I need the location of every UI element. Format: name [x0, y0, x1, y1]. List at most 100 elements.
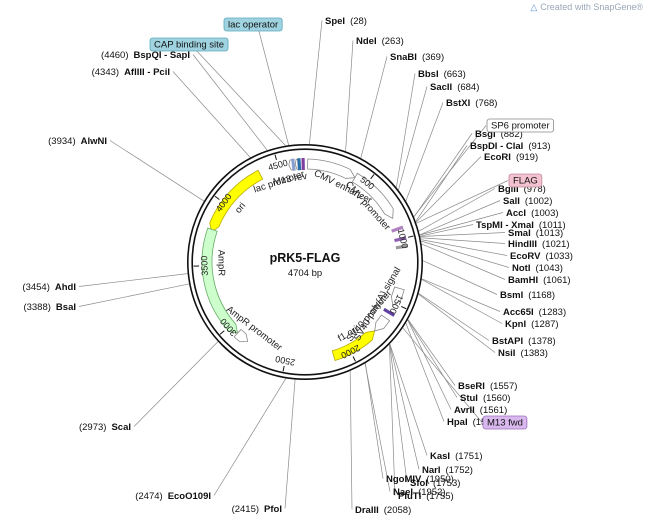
site-pos-bamhi: (1061) — [543, 275, 570, 286]
site-name-snabi: SnaBI — [390, 52, 417, 63]
leader-line-pfoi — [285, 380, 295, 509]
tick-label-4500: 4500 — [267, 158, 289, 173]
site-bstxi: BstXI(768) — [446, 98, 497, 109]
tick-mark-4000 — [215, 196, 219, 199]
site-name-nsii: NsiI — [498, 348, 515, 359]
tick-mark-2000 — [353, 356, 355, 361]
site-pos-draiii: (2058) — [384, 505, 411, 516]
site-name-ecorv: EcoRV — [510, 251, 541, 262]
snapgene-logo-icon: △ — [530, 2, 537, 12]
leader-line-bspqi-sapi — [193, 55, 267, 151]
site-acci: AccI (1003) — [506, 208, 559, 219]
site-stui: StuI (1560) — [460, 393, 510, 404]
site-draiii: DraIII (2058) — [355, 505, 411, 516]
site-naei: NaeI(1952) — [393, 487, 446, 498]
plasmid-name: pRK5-FLAG — [270, 251, 341, 265]
site-name-hpai: HpaI — [447, 417, 468, 428]
site-name-smai: SmaI — [508, 228, 531, 239]
site-name-naei: NaeI — [393, 487, 413, 498]
site-pos-stui: (1560) — [483, 393, 510, 404]
boxed-label-flag: FLAG — [509, 174, 542, 187]
tick-mark-2500 — [283, 366, 284, 371]
site-name-ahdi: AhdI — [55, 282, 76, 293]
site-pos-acci: (1003) — [531, 208, 558, 219]
site-name-ecoo109i: EcoO109I — [168, 491, 211, 502]
site-name-kpni: KpnI — [505, 319, 526, 330]
feature-label-ori: ori — [233, 200, 248, 215]
plasmid-length: 4704 bp — [288, 268, 322, 279]
leader-line-ngomiv — [365, 363, 383, 478]
site-leader-lines — [79, 21, 509, 510]
site-pos-ngomiv: (1950) — [426, 474, 453, 485]
restriction-site-labels: SpeI(28)NdeI(263)SnaBI(369)BbsI(663)SacI… — [22, 16, 573, 516]
site-bspdi-clai: BspDI - ClaI(913) — [470, 141, 551, 152]
site-bseri: BseRI (1557) — [458, 381, 517, 392]
site-name-draiii: DraIII — [355, 505, 379, 516]
site-kpni: KpnI (1287) — [505, 319, 559, 330]
site-pos-kpni: (1287) — [531, 319, 558, 330]
site-pos-smai: (1013) — [536, 228, 563, 239]
boxed-label-text-flag: FLAG — [513, 176, 538, 187]
site-name-stui: StuI — [460, 393, 478, 404]
site-name-afliii-pcii: AflIII - PciI — [124, 67, 170, 78]
boxed-label-text-m13-fwd: M13 fwd — [487, 418, 523, 429]
leader-line-ahdi — [79, 274, 188, 287]
tick-mark-3000 — [220, 331, 224, 335]
boxed-label-text-sp6-promoter: SP6 promoter — [491, 121, 550, 132]
site-ecori: EcoRI (919) — [484, 152, 538, 163]
site-name-pfoi: PfoI — [264, 504, 282, 515]
leader-line-bbsi — [396, 74, 415, 188]
leader-line-scai — [134, 342, 218, 427]
site-name-bseri: BseRI — [458, 381, 485, 392]
site-pos-sali: (1002) — [525, 196, 552, 207]
tick-label-3500: 3500 — [199, 256, 210, 276]
leader-line-hindiii — [420, 238, 505, 244]
leader-line-bsgi — [414, 134, 472, 217]
site-pos-ndei: (263) — [382, 36, 404, 47]
site-pos-bsmi: (1168) — [528, 290, 555, 301]
site-name-sali: SalI — [503, 196, 520, 207]
leader-line-bstxi — [406, 103, 443, 201]
site-pos-spei: (28) — [350, 16, 367, 27]
leader-line-alwni — [110, 141, 204, 202]
site-pos-scai: (2973) — [79, 422, 106, 433]
site-pos-bspqi-sapi: (4460) — [101, 50, 128, 61]
site-snabi: SnaBI(369) — [390, 52, 444, 63]
site-name-bsai: BsaI — [56, 302, 76, 313]
tick-mark-1500 — [401, 306, 406, 308]
site-pos-alwni: (3934) — [48, 136, 75, 147]
site-name-ecori: EcoRI — [484, 152, 511, 163]
site-kasi: KasI(1751) — [430, 451, 483, 462]
leader-line-stui — [408, 320, 457, 398]
leader-line-acc65i — [422, 279, 500, 312]
site-pfoi: PfoI(2415) — [232, 504, 282, 515]
leader-line-nari — [390, 344, 419, 469]
site-pos-bsai: (3388) — [23, 302, 50, 313]
leader-line-spei — [309, 21, 322, 145]
leader-line-box-cap-binding-site — [197, 51, 286, 146]
leader-line-nsii — [419, 294, 495, 352]
leader-line-snabi — [361, 57, 387, 159]
leader-line-kasi — [390, 344, 427, 456]
site-pos-ecori: (919) — [516, 152, 538, 163]
site-alwni: AlwNI(3934) — [48, 136, 107, 147]
site-name-bstapi: BstAPI — [492, 336, 523, 347]
site-ecorv: EcoRV(1033) — [510, 251, 573, 262]
site-bsmi: BsmI(1168) — [500, 290, 555, 301]
boxed-label-m13-fwd: M13 fwd — [483, 416, 527, 429]
leader-line-naei — [365, 364, 390, 492]
site-pos-bstapi: (1378) — [528, 336, 555, 347]
site-name-acci: AccI — [506, 208, 526, 219]
leader-line-bseri — [408, 319, 455, 385]
site-name-noti: NotI — [512, 263, 530, 274]
site-noti: NotI(1043) — [512, 263, 563, 274]
site-pos-bseri: (1557) — [490, 381, 517, 392]
site-acc65i: Acc65I(1283) — [503, 307, 566, 318]
site-smai: SmaI (1013) — [508, 228, 563, 239]
tick-mark-500 — [371, 174, 374, 178]
site-name-bstxi: BstXI — [446, 98, 470, 109]
snapgene-watermark: △Created with SnapGene® — [530, 2, 643, 13]
site-bbsi: BbsI(663) — [418, 69, 466, 80]
